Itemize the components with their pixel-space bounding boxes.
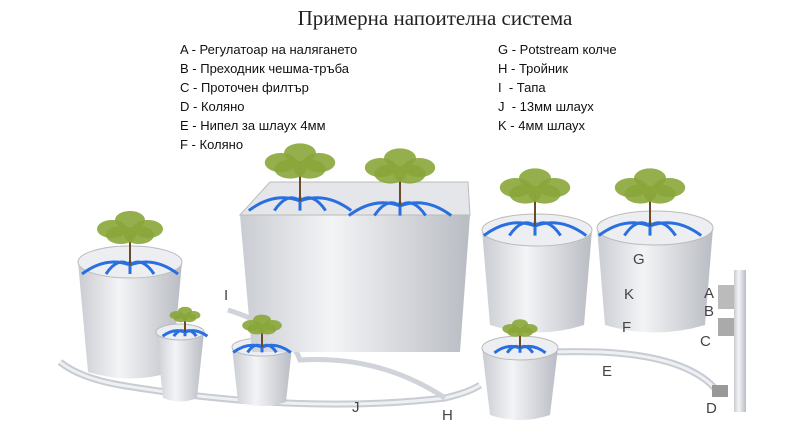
label-j: J: [352, 399, 360, 416]
plant: [597, 168, 703, 237]
legend-item: H - Тройник: [498, 61, 569, 76]
label-k: K: [624, 286, 634, 303]
legend-left: A - Регулатоар на налягането B - Преходн…: [180, 40, 357, 154]
legend-right: G - Potstream колче H - Тройник I - Тапа…: [498, 40, 617, 135]
label-i: I: [224, 287, 228, 304]
plant: [81, 211, 179, 276]
plant: [161, 306, 209, 338]
plant: [347, 148, 453, 217]
legend-item: F - Коляно: [180, 137, 244, 152]
label-a: A: [704, 285, 714, 302]
plant: [493, 319, 547, 355]
legend-item: J - 13мм шлаух: [498, 99, 594, 114]
plants: [81, 143, 703, 355]
plant: [232, 314, 292, 354]
legend-item: I - Тапа: [498, 80, 546, 95]
diagram-title: Примерна напоителна система: [297, 6, 573, 30]
legend-item: B - Преходник чешма-тръба: [180, 61, 349, 76]
plant: [247, 143, 353, 212]
legend-item: E - Нипел за шлаух 4мм: [180, 118, 326, 133]
label-d: D: [706, 400, 717, 417]
pots: [77, 181, 714, 420]
legend-item: C - Проточен филтър: [180, 80, 309, 95]
label-e: E: [602, 363, 612, 380]
faucet-pipe: [734, 270, 746, 412]
legend-item: D - Коляно: [180, 99, 245, 114]
legend-item: G - Potstream колче: [498, 42, 617, 57]
label-h: H: [442, 407, 453, 424]
legend-item: K - 4мм шлаух: [498, 118, 586, 133]
legend-item: A - Регулатоар на налягането: [180, 42, 358, 57]
label-f: F: [622, 319, 631, 336]
label-g: G: [633, 251, 645, 268]
plant: [482, 168, 588, 237]
label-c: C: [700, 333, 711, 350]
label-b: B: [704, 303, 714, 320]
